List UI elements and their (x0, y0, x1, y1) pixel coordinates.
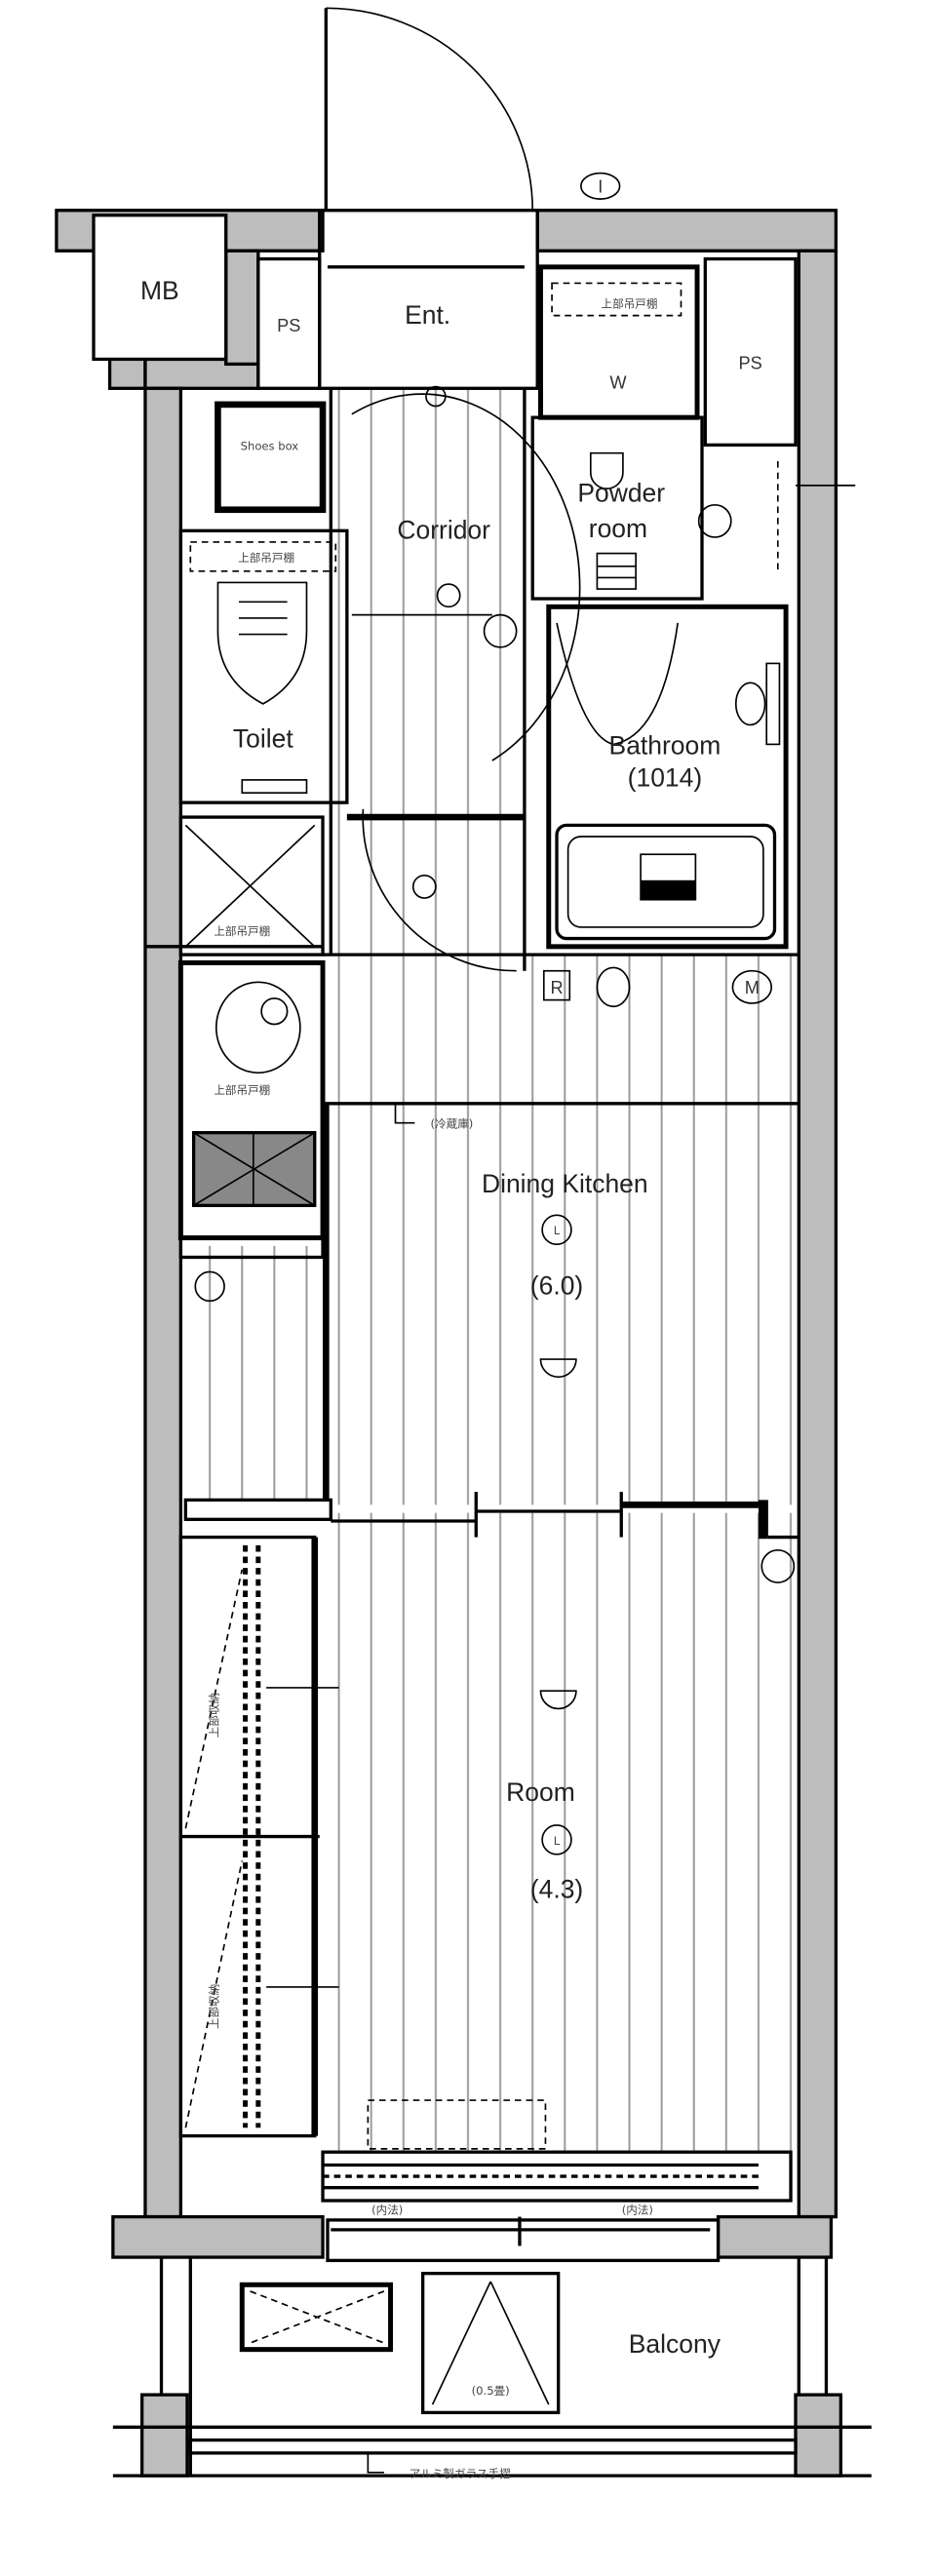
utility-space (178, 815, 325, 956)
shoe-box (214, 401, 327, 514)
svg-text:(0.5畳): (0.5畳) (472, 2384, 510, 2398)
room-size: (4.3) (530, 1875, 583, 1904)
dining-kitchen-size: (6.0) (530, 1271, 583, 1301)
ps-left-label: PS (277, 315, 300, 335)
meter-box (92, 214, 228, 362)
powder-room-label-2: room (589, 514, 647, 543)
washer-label: W (609, 371, 627, 392)
dining-kitchen-label: Dining Kitchen (482, 1169, 648, 1198)
svg-text:(内法): (内法) (622, 2203, 653, 2216)
svg-text:(冷蔵庫): (冷蔵庫) (431, 1117, 474, 1131)
mb-label: MB (140, 276, 179, 305)
svg-text:I: I (598, 176, 603, 196)
meter-icon: M (731, 969, 772, 1004)
corridor-label: Corridor (397, 516, 490, 545)
sink-icon (214, 981, 301, 1074)
ceiling-light-icon: L (541, 1214, 572, 1246)
balcony-storage (421, 2272, 561, 2415)
kitchen-aisle-floor (180, 1245, 327, 1505)
ps-right-label: PS (739, 352, 762, 372)
toilet-room (178, 528, 349, 804)
svg-text:上部収納: 上部収納 (207, 1984, 220, 2029)
entrance-walls (318, 209, 539, 390)
svg-text:上部吊戸棚: 上部吊戸棚 (602, 296, 658, 310)
svg-text:M: M (745, 977, 760, 997)
ceiling-light-room-icon (539, 1690, 577, 1710)
toilet-label: Toilet (233, 724, 293, 754)
bathroom-label: Bathroom (609, 730, 722, 760)
corridor-floor (331, 388, 525, 956)
svg-text:上部吊戸棚: 上部吊戸棚 (238, 551, 294, 565)
svg-text:上部収納: 上部収納 (207, 1693, 220, 1737)
entrance-door[interactable] (324, 7, 534, 211)
bathroom (546, 604, 789, 950)
sliding-partition[interactable] (183, 1492, 800, 1540)
svg-text:L: L (554, 1224, 561, 1237)
svg-text:上部吊戸棚: 上部吊戸棚 (214, 1083, 270, 1097)
svg-text:(内法): (内法) (371, 2203, 403, 2216)
svg-text:Shoes box: Shoes box (241, 439, 299, 452)
pendant-light-icon (539, 1358, 577, 1379)
svg-text:上部吊戸棚: 上部吊戸棚 (214, 924, 270, 938)
pipe-space-left (256, 256, 322, 390)
dining-kitchen-floor (323, 955, 800, 1505)
balcony (112, 2257, 872, 2478)
washer-space (538, 264, 700, 420)
bathroom-size: (1014) (628, 763, 703, 793)
powder-room (530, 415, 704, 601)
pipe-space-right (703, 256, 798, 448)
entrance-label: Ent. (405, 300, 450, 330)
balcony-label: Balcony (629, 2329, 722, 2359)
svg-text:R: R (550, 977, 563, 997)
intercom-icon: I (580, 172, 621, 200)
railing-note: アルミ製ガラス手摺 (410, 2467, 511, 2480)
room-floor (323, 1512, 800, 2153)
svg-text:L: L (554, 1834, 561, 1848)
toilet-icon (216, 581, 308, 705)
remote-icon (542, 969, 571, 1001)
window-sash[interactable] (321, 2150, 793, 2263)
room-label: Room (506, 1777, 575, 1807)
powder-room-label-1: Powder (577, 478, 665, 507)
